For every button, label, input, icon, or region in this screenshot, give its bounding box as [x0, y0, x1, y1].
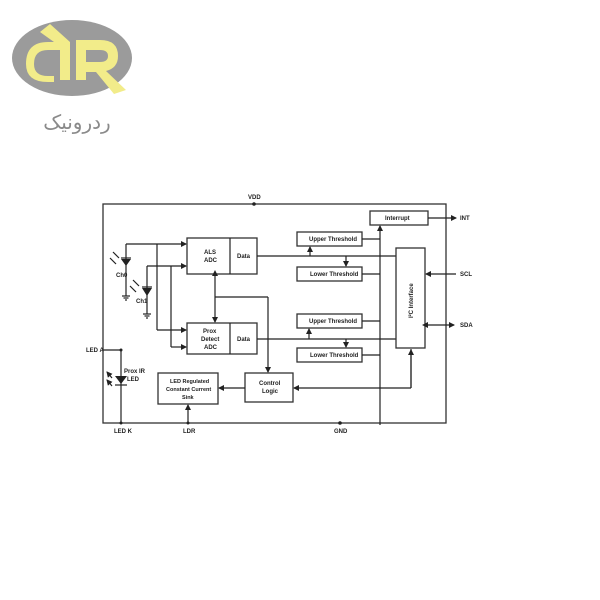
led-sink-label-2: Constant Current — [166, 387, 211, 393]
photodiode-ch1-icon — [129, 263, 187, 319]
logo-letter-left — [26, 24, 70, 82]
ir-led-label-2: LED — [127, 377, 140, 383]
logo-brand-text: ردرونیک — [43, 110, 111, 134]
control-logic-label-1: Control — [259, 381, 281, 387]
prox-adc-label-1: Prox — [203, 329, 217, 335]
led-a-pin-label: LED A — [86, 348, 104, 354]
als-adc-label-2: ADC — [204, 258, 218, 264]
int-pin-label: INT — [460, 216, 470, 222]
led-sink-label-1: LED Regulated — [170, 379, 209, 385]
vdd-node — [252, 202, 256, 206]
led-sink-block — [157, 372, 219, 405]
control-logic-label-2: Logic — [262, 389, 279, 395]
prox-adc-label-3: ADC — [204, 345, 218, 351]
i2c-interface-block — [395, 247, 426, 349]
led-sink-label-3: Sink — [182, 395, 195, 401]
ch1-label: Ch1 — [136, 299, 148, 305]
sda-pin-label: SDA — [460, 323, 473, 329]
vdd-label: VDD — [248, 195, 261, 201]
als-adc-label-1: ALS — [204, 250, 216, 256]
prox-lower-threshold-label: Lower Threshold — [310, 353, 359, 359]
ir-led-label-1: Prox IR — [124, 369, 146, 375]
i2c-interface-label: I²C Interface — [408, 283, 415, 318]
prox-adc-label-2: Detect — [201, 337, 219, 343]
logo-letter-right — [76, 40, 126, 94]
chip-boundary — [102, 203, 447, 424]
rodronic-logo — [12, 20, 132, 96]
interrupt-label: Interrupt — [385, 216, 410, 222]
prox-adc-block — [186, 322, 258, 355]
gnd-label: GND — [334, 429, 348, 435]
als-adc-block — [186, 237, 258, 275]
als-upper-threshold-label: Upper Threshold — [309, 237, 357, 243]
prox-upper-threshold-label: Upper Threshold — [309, 319, 357, 325]
ldr-pin-label: LDR — [183, 429, 196, 435]
led-k-pin-label: LED K — [114, 429, 133, 435]
als-data-label: Data — [237, 254, 251, 260]
ch0-label: Ch0 — [116, 273, 128, 279]
prox-data-label: Data — [237, 337, 251, 343]
als-lower-threshold-label: Lower Threshold — [310, 272, 359, 278]
control-logic-block — [244, 372, 294, 403]
gnd-node — [338, 421, 342, 425]
scl-pin-label: SCL — [460, 272, 472, 278]
ir-led-icon — [106, 371, 127, 387]
photodiode-ch0-icon — [109, 241, 187, 301]
